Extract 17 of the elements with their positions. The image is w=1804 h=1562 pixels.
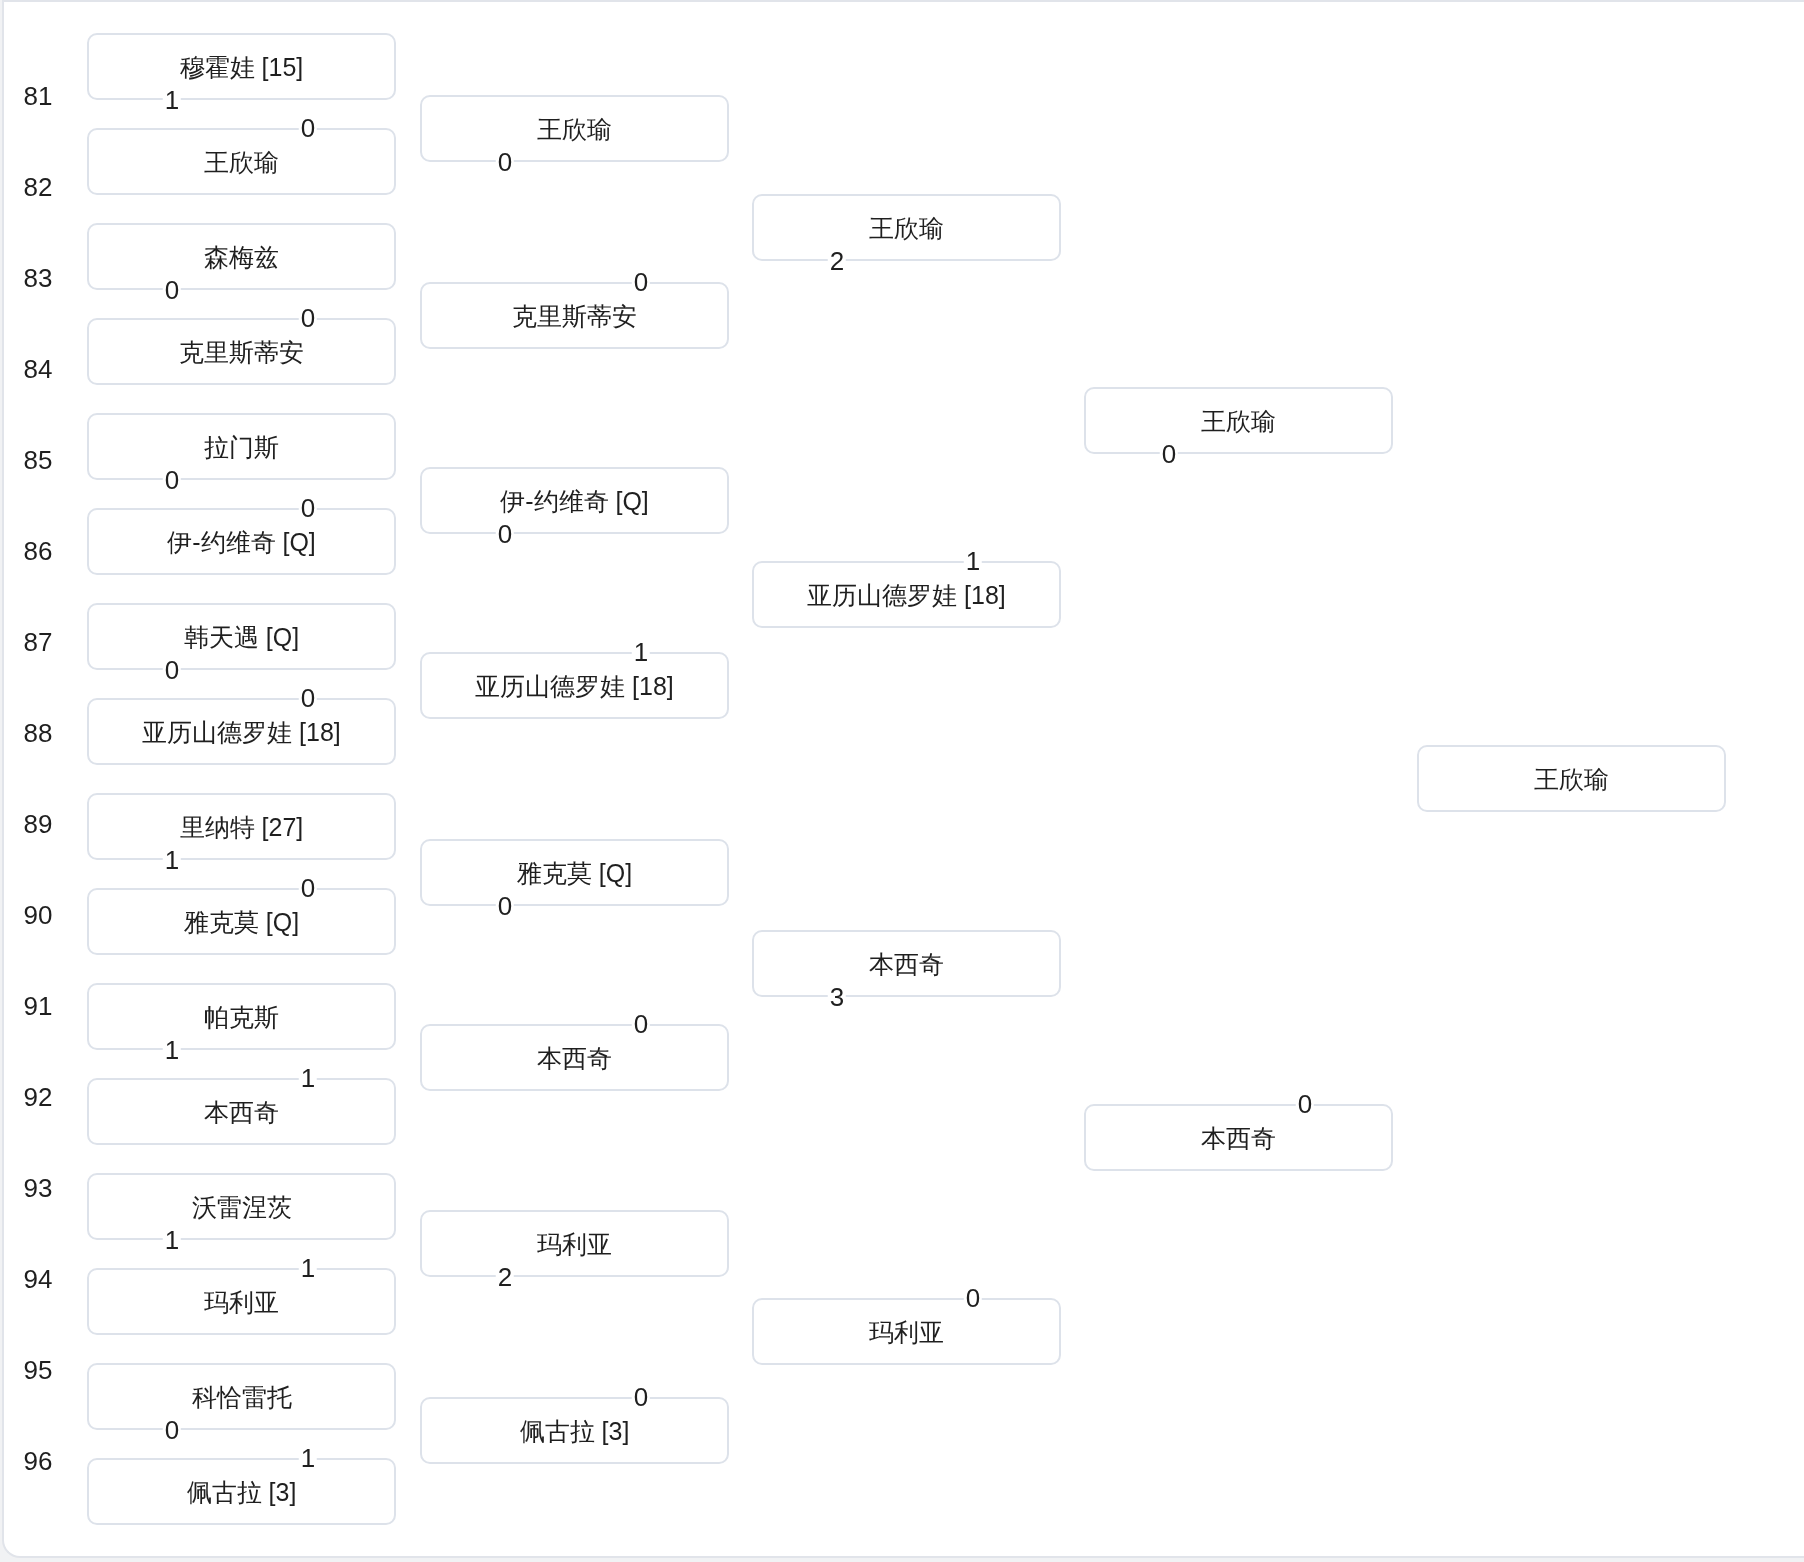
match-number: 87 bbox=[23, 628, 53, 655]
match-number: 93 bbox=[23, 1174, 53, 1201]
match-number: 84 bbox=[23, 355, 53, 382]
match-number: 82 bbox=[23, 173, 53, 200]
match-number: 90 bbox=[23, 901, 53, 928]
match-number: 88 bbox=[23, 719, 53, 746]
match-number: 89 bbox=[23, 810, 53, 837]
match-number: 81 bbox=[23, 82, 53, 109]
match-number: 94 bbox=[23, 1265, 53, 1292]
match-number: 91 bbox=[23, 992, 53, 1019]
match-number: 95 bbox=[23, 1356, 53, 1383]
match-number: 92 bbox=[23, 1083, 53, 1110]
match-number: 85 bbox=[23, 446, 53, 473]
match-number: 86 bbox=[23, 537, 53, 564]
player-box: 王欣瑜 bbox=[1417, 745, 1726, 812]
match-number: 96 bbox=[23, 1447, 53, 1474]
match-number: 83 bbox=[23, 264, 53, 291]
